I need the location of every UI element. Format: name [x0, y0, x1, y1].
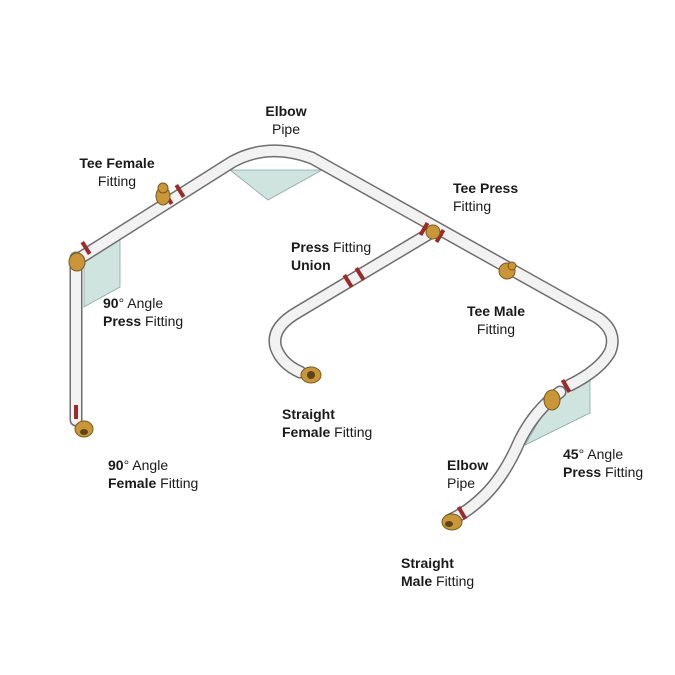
press-ring-4: [354, 267, 366, 281]
angle90-press-fitting: [68, 252, 86, 272]
press-ring-3: [74, 405, 78, 419]
straight-male-fitting: [441, 513, 463, 531]
press-ring-2: [80, 241, 92, 255]
tee-female-stub: [157, 182, 169, 194]
press-ring-9: [456, 505, 468, 521]
press-ring-1: [174, 184, 186, 198]
angle45-press-fitting: [543, 389, 561, 411]
fitting-opening-2: [445, 521, 453, 527]
tee-male-stub: [507, 261, 517, 271]
press-ring-6: [434, 228, 446, 244]
pipe-branch-union: [270, 227, 437, 377]
fitting-opening-1: [80, 429, 88, 435]
pipe-main-run: [75, 145, 618, 390]
fitting-opening-0: [307, 371, 315, 379]
panel-top: [228, 169, 324, 201]
fittings: [68, 182, 572, 531]
tee-press-fitting: [425, 224, 441, 240]
pipe-runs: [69, 144, 619, 527]
pipe-lower-elbow: [445, 387, 565, 525]
press-ring-5: [342, 274, 354, 288]
press-ring-7: [418, 221, 430, 237]
press-ring-8: [560, 378, 572, 394]
